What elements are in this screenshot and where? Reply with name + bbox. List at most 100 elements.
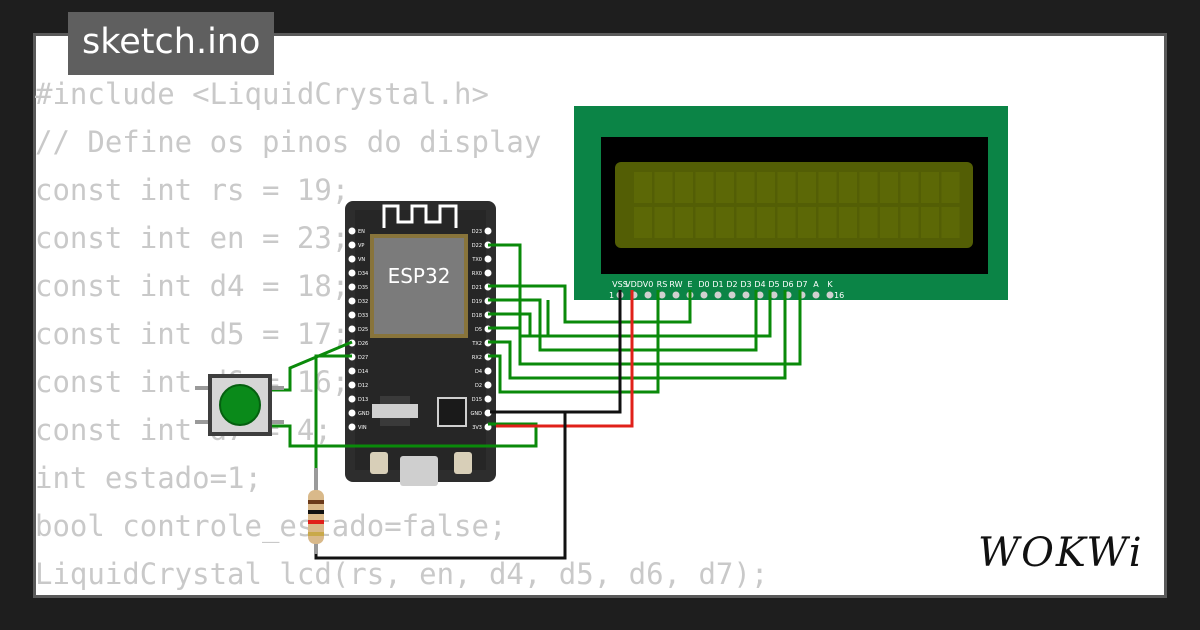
lcd-pin-label: D0 [698, 280, 709, 289]
lcd-pin[interactable] [714, 291, 722, 299]
esp32-pin[interactable] [484, 367, 492, 375]
esp32-pin-label: D34 [358, 271, 368, 277]
wire-signal[interactable] [488, 284, 692, 324]
wire-signal[interactable] [488, 290, 772, 338]
lcd-pin-label: A [813, 280, 819, 289]
push-button[interactable] [195, 374, 284, 436]
lcd-pin[interactable] [700, 291, 708, 299]
lcd-pin-label: RS [657, 280, 668, 289]
esp32-pin[interactable] [348, 283, 356, 291]
esp32-board[interactable]: ESP32 ENVPVND34D35D32D33D25D26D27D14D12D… [345, 201, 496, 486]
lcd-pin[interactable] [812, 291, 820, 299]
lcd-cell [839, 172, 857, 203]
lcd-pin-last: 16 [834, 291, 844, 300]
esp32-pin-label: D21 [472, 285, 482, 291]
esp32-pin-label: D27 [358, 355, 368, 361]
lcd-pin[interactable] [658, 291, 666, 299]
code-line: int estado=1; [35, 461, 262, 495]
esp32-pin-label: D5 [475, 327, 482, 333]
code-editor[interactable]: #include <LiquidCrystal.h>// Define os p… [35, 70, 768, 598]
esp32-pin-label: D23 [472, 229, 482, 235]
lcd-pin-label: V0 [643, 280, 654, 289]
wire-signal[interactable] [488, 290, 787, 380]
esp32-pin[interactable] [484, 269, 492, 277]
boot-button[interactable] [454, 452, 472, 474]
lcd-cell [654, 207, 673, 238]
wire-signal[interactable] [270, 422, 538, 448]
lcd-pin-label: D7 [796, 280, 807, 289]
wire-signal[interactable] [488, 290, 660, 394]
reset-button[interactable] [370, 452, 388, 474]
lcd-pin-label: K [827, 280, 833, 289]
wire-signal[interactable] [270, 340, 353, 392]
esp32-pin[interactable] [348, 255, 356, 263]
esp32-pin[interactable] [348, 227, 356, 235]
esp32-pin[interactable] [348, 395, 356, 403]
esp32-pin[interactable] [348, 269, 356, 277]
esp32-pin[interactable] [348, 381, 356, 389]
esp32-pin[interactable] [348, 367, 356, 375]
lcd-cell [880, 172, 898, 203]
file-tab[interactable]: sketch.ino [68, 12, 275, 75]
esp32-pin[interactable] [484, 395, 492, 403]
lcd-cell [818, 172, 837, 203]
wire-signal[interactable] [488, 290, 802, 366]
code-line: const int rs = 19; [35, 173, 350, 207]
lcd-pin[interactable] [756, 291, 764, 299]
wires [270, 243, 802, 560]
esp32-pin-label: D22 [472, 243, 482, 249]
esp32-pin-label: EN [358, 229, 365, 235]
lcd-pin-label: RW [669, 280, 682, 289]
lcd-cell [941, 207, 960, 238]
lcd-cell [921, 172, 939, 203]
esp32-pin-label: RX2 [472, 355, 482, 361]
lcd-cell [900, 172, 919, 203]
esp32-pin[interactable] [484, 227, 492, 235]
esp32-pin[interactable] [484, 255, 492, 263]
lcd-pin-label: VDD [625, 280, 643, 289]
esp32-pin-label: TX2 [471, 341, 482, 347]
lcd-cell [675, 207, 693, 238]
lcd-pin[interactable] [826, 291, 834, 299]
esp32-pin[interactable] [348, 423, 356, 431]
code-line: LiquidCrystal lcd(rs, en, d4, d5, d6, d7… [35, 557, 769, 591]
esp32-pin[interactable] [348, 409, 356, 417]
wokwi-logo: WOKWi [978, 530, 1144, 576]
esp32-pin[interactable] [348, 241, 356, 249]
lcd-cell [716, 207, 734, 238]
esp32-pin-label: D25 [358, 327, 368, 333]
lcd-cell [675, 172, 693, 203]
lcd-pin[interactable] [728, 291, 736, 299]
esp32-pin[interactable] [348, 325, 356, 333]
lcd-pin-label: D2 [726, 280, 737, 289]
wokwi-logo-text: WOKWi [978, 530, 1144, 576]
esp32-pin[interactable] [348, 297, 356, 305]
esp32-pin-label: TX0 [471, 257, 482, 263]
lcd-pin[interactable] [672, 291, 680, 299]
esp32-pin[interactable] [484, 381, 492, 389]
lcd-cell [634, 172, 652, 203]
lcd-cell [859, 207, 878, 238]
wire-signal[interactable] [488, 290, 758, 352]
wire-power[interactable] [496, 290, 634, 428]
lcd-pin-first: 1 [609, 291, 614, 300]
esp32-pin-label: D13 [358, 397, 368, 403]
esp32-pin-label: D14 [358, 369, 368, 375]
lcd-cell [654, 172, 673, 203]
esp32-pin[interactable] [348, 311, 356, 319]
esp32-pin-label: D12 [358, 383, 368, 389]
lcd-pin[interactable] [742, 291, 750, 299]
lcd-pin[interactable] [770, 291, 778, 299]
lcd-cell [634, 207, 652, 238]
lcd-pin-label: D6 [782, 280, 793, 289]
lcd-pin[interactable] [644, 291, 652, 299]
antenna-icon [382, 204, 458, 228]
lcd-pin-label: D5 [768, 280, 779, 289]
lcd-pin-label: E [687, 280, 692, 289]
esp32-pin[interactable] [484, 409, 492, 417]
button-cap[interactable] [219, 384, 261, 426]
resistor[interactable] [308, 468, 324, 554]
lcd-cell [798, 207, 816, 238]
